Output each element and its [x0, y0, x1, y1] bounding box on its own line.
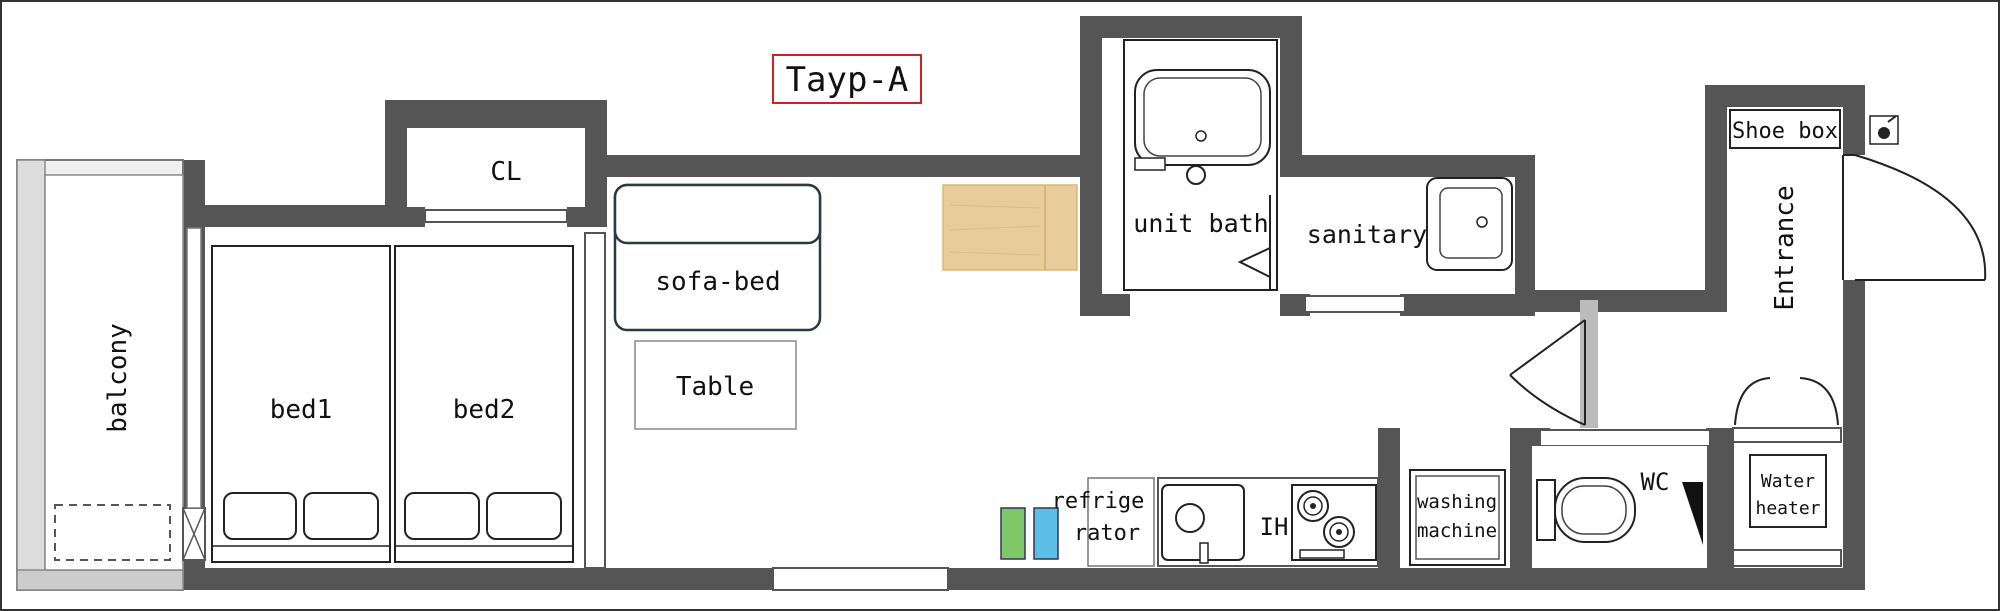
water-heater-label-line1: Water	[1761, 471, 1815, 492]
sanitary: sanitary	[1307, 177, 1513, 271]
unit-bath: unit bath	[1123, 39, 1278, 291]
sofa-bed: sofa-bed	[613, 183, 822, 332]
pillow	[223, 492, 297, 540]
refrigerator-label-line2: rator	[1074, 521, 1140, 546]
table-label: Table	[676, 372, 754, 402]
wc: WC	[1532, 446, 1707, 568]
toilet-paper-holder	[1682, 482, 1703, 545]
water-heater: Water heater	[1732, 427, 1842, 567]
unit-bath-label: unit bath	[1133, 209, 1268, 238]
shoe-box-label: Shoe box	[1732, 119, 1838, 144]
balcony-label: balcony	[103, 323, 133, 433]
sanitary-label: sanitary	[1307, 220, 1427, 249]
washbasin	[1426, 177, 1513, 271]
plan-title: Tayp-A	[772, 54, 922, 104]
bed1-label: bed1	[270, 395, 333, 425]
washing-machine: washing machine	[1409, 469, 1506, 566]
plan-title-text: Tayp-A	[786, 60, 909, 100]
entrance-label: Entrance	[1770, 185, 1800, 310]
trash-bin-blue	[1033, 507, 1059, 560]
washing-label-line1: washing	[1417, 491, 1497, 513]
table: Table	[634, 340, 797, 430]
window-tracks	[424, 209, 1711, 591]
ih-label: IH	[1260, 513, 1289, 541]
bed-1: bed1	[211, 245, 391, 563]
trash-bin-green	[1000, 507, 1026, 560]
rug	[942, 184, 1078, 271]
wc-label: WC	[1641, 468, 1670, 496]
faucet	[1134, 157, 1166, 171]
ih-cooktop	[1291, 484, 1377, 561]
bed-2: bed2	[394, 245, 574, 563]
shoe-box: Shoe box	[1729, 109, 1841, 149]
intercom-icon	[1869, 115, 1899, 145]
refrigerator: refrige rator	[1052, 477, 1155, 567]
pillow	[404, 492, 480, 540]
closet-label: CL	[490, 157, 521, 187]
washing-label-line2: machine	[1417, 520, 1497, 542]
water-heater-label-line2: heater	[1755, 498, 1820, 519]
bathtub	[1134, 69, 1271, 166]
toilet-bowl	[1554, 477, 1636, 543]
doors	[1509, 154, 1987, 426]
plan-title-box	[772, 54, 922, 104]
walls	[183, 16, 1865, 590]
kitchen-counter: IH	[1157, 477, 1379, 567]
trash-bins	[1000, 507, 1059, 560]
balcony-area: balcony	[16, 159, 206, 591]
pillow	[303, 492, 379, 540]
bed2-label: bed2	[453, 395, 516, 425]
sofa-bed-label: sofa-bed	[655, 267, 780, 297]
refrigerator-label-line1: refrige	[1052, 489, 1145, 514]
pillow	[486, 492, 562, 540]
toilet-tank	[1536, 479, 1556, 541]
aircon-outdoor-unit	[54, 504, 171, 561]
drain	[1186, 165, 1206, 185]
